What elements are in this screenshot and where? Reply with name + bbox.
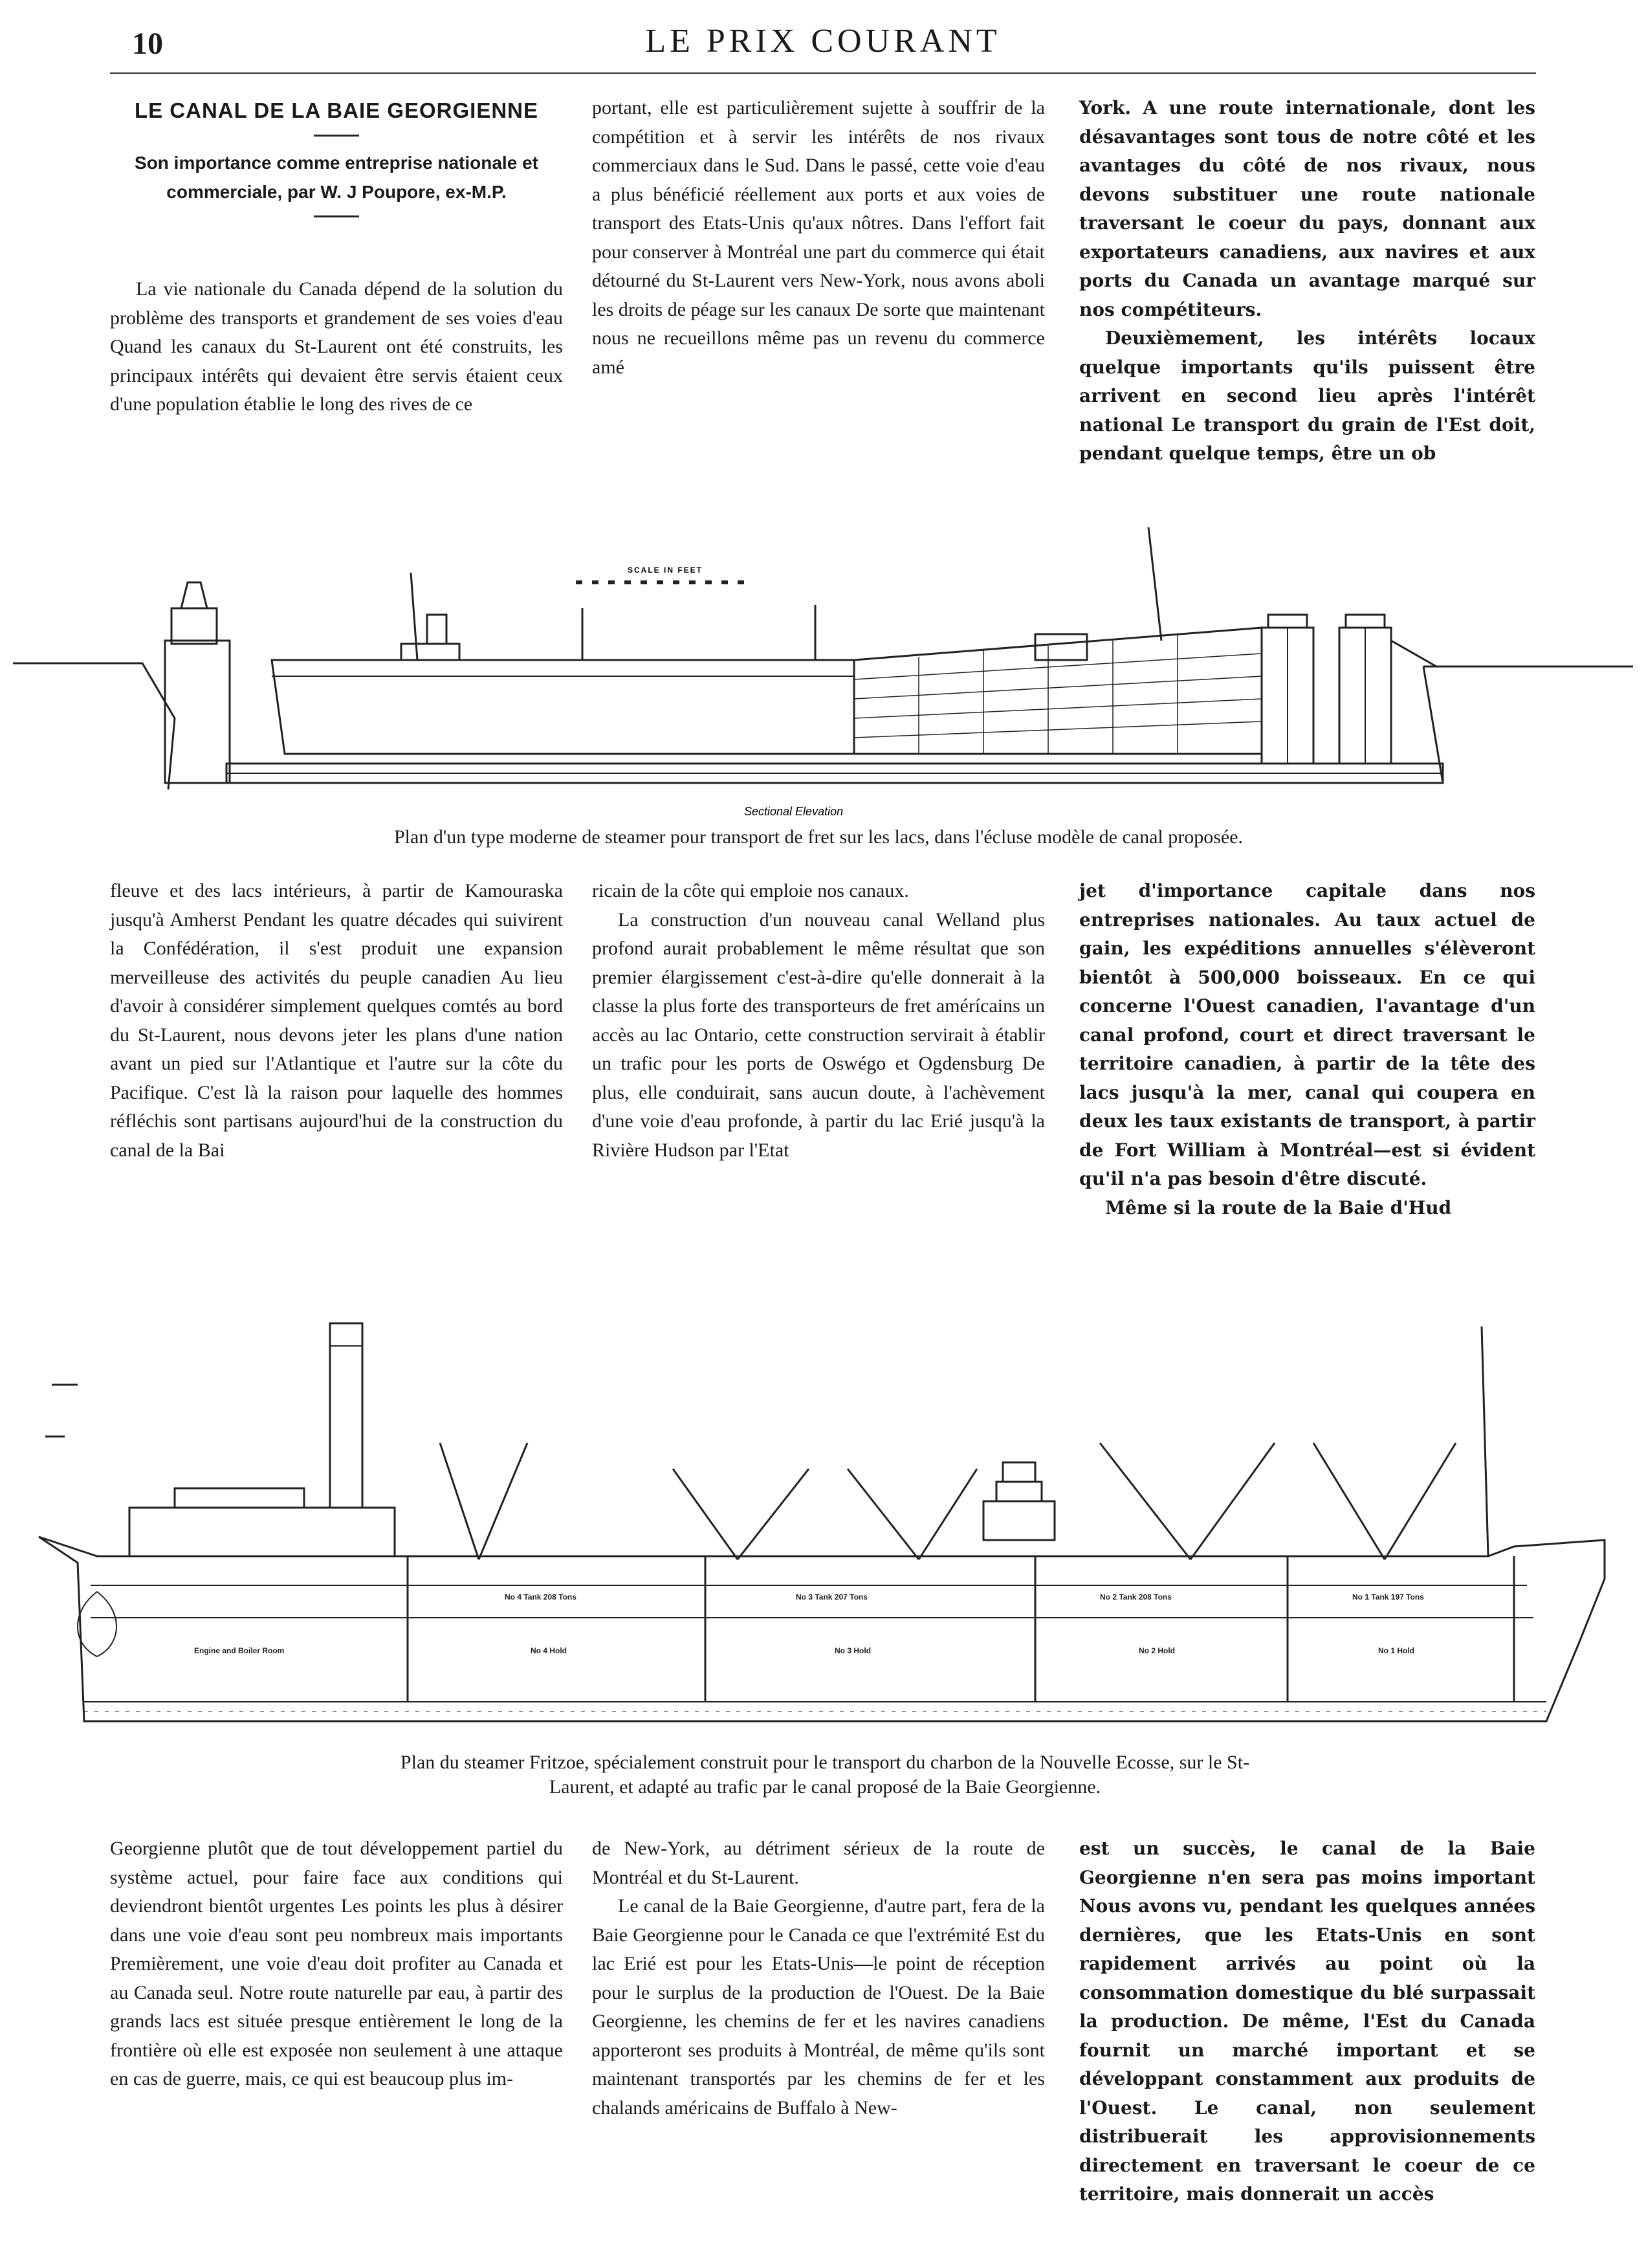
masthead: LE PRIX COURANT	[645, 23, 1001, 60]
figure-steamer-fritzoe: No 4 Tank 208 Tons No 3 Tank 207 Tons No…	[26, 1307, 1618, 1747]
paragraph: est un succès, le canal de la Baie Georg…	[1079, 1838, 1535, 2205]
article-heading: LE CANAL DE LA BAIE GEORGIENNE Son impor…	[110, 96, 563, 229]
top-column-3: York. A une route internationale, dont l…	[1079, 94, 1535, 468]
page-number: 10	[132, 27, 163, 61]
hold-1-label: No 1 Hold	[1378, 1646, 1414, 1655]
section-label: Sectional Elevation	[744, 805, 843, 818]
steamer-drawing: No 4 Tank 208 Tons No 3 Tank 207 Tons No…	[38, 1322, 1606, 1723]
paragraph: La vie nationale du Canada dépend de la …	[110, 278, 563, 415]
paragraph: York. A une route internationale, dont l…	[1079, 97, 1535, 320]
article-subtitle: Son importance comme entreprise national…	[135, 153, 538, 202]
paragraph: Deuxièmement, les intérêts locaux quelqu…	[1079, 327, 1535, 464]
paragraph: portant, elle est particulièrement sujet…	[592, 97, 1045, 378]
canal-lock-drawing: SCALE IN FEET Sectional Elevation	[13, 527, 1633, 818]
title-dash	[314, 135, 359, 137]
scale-label: SCALE IN FEET	[628, 566, 703, 575]
bottom-column-3: est un succès, le canal de la Baie Georg…	[1079, 1834, 1535, 2209]
hold-4-label: No 4 Hold	[531, 1646, 567, 1655]
top-column-1: La vie nationale du Canada dépend de la …	[110, 275, 563, 419]
tank-4-label: No 4 Tank 208 Tons	[505, 1592, 576, 1602]
subtitle-dash	[314, 215, 359, 217]
tank-2-label: No 2 Tank 208 Tons	[1100, 1592, 1172, 1602]
engine-room-label: Engine and Boiler Room	[194, 1646, 284, 1655]
paragraph: Même si la route de la Baie d'Hud	[1105, 1196, 1452, 1218]
hold-3-label: No 3 Hold	[835, 1646, 871, 1655]
bottom-column-2: de New-York, au détriment sérieux de la …	[592, 1834, 1045, 2122]
paragraph: jet d'importance capitale dans nos entre…	[1079, 880, 1535, 1189]
hold-2-label: No 2 Hold	[1139, 1646, 1175, 1655]
middle-column-3: jet d'importance capitale dans nos entre…	[1079, 877, 1535, 1222]
figure-canal-lock: SCALE IN FEET Sectional Elevation	[13, 511, 1633, 835]
paragraph: de New-York, au détriment sérieux de la …	[592, 1838, 1045, 1888]
middle-column-2: ricain de la côte qui emploie nos canaux…	[592, 877, 1045, 1165]
middle-column-1: fleuve et des lacs intérieurs, à partir …	[110, 877, 563, 1165]
header-rule	[110, 72, 1536, 74]
paragraph: ricain de la côte qui emploie nos canaux…	[592, 880, 909, 901]
article-title: LE CANAL DE LA BAIE GEORGIENNE	[134, 98, 539, 122]
paragraph: Le canal de la Baie Georgienne, d'autre …	[592, 1895, 1045, 2119]
figure-1-caption: Plan d'un type moderne de steamer pour t…	[393, 826, 1244, 848]
tank-1-label: No 1 Tank 197 Tons	[1352, 1592, 1424, 1602]
bottom-column-1: Georgienne plutôt que de tout développem…	[110, 1834, 563, 2094]
top-column-2: portant, elle est particulièrement sujet…	[592, 94, 1045, 382]
figure-2-caption: Plan du steamer Fritzoe, spécialement co…	[123, 1750, 1527, 1800]
caption-line-1: Plan du steamer Fritzoe, spécialement co…	[400, 1752, 1250, 1773]
paragraph: fleuve et des lacs intérieurs, à partir …	[110, 880, 563, 1161]
paragraph: La construction d'un nouveau canal Wella…	[592, 908, 1045, 1161]
paragraph: Georgienne plutôt que de tout développem…	[110, 1838, 563, 2089]
caption-line-2: Laurent, et adapté au trafic par le cana…	[549, 1776, 1101, 1798]
tank-3-label: No 3 Tank 207 Tons	[796, 1592, 868, 1602]
